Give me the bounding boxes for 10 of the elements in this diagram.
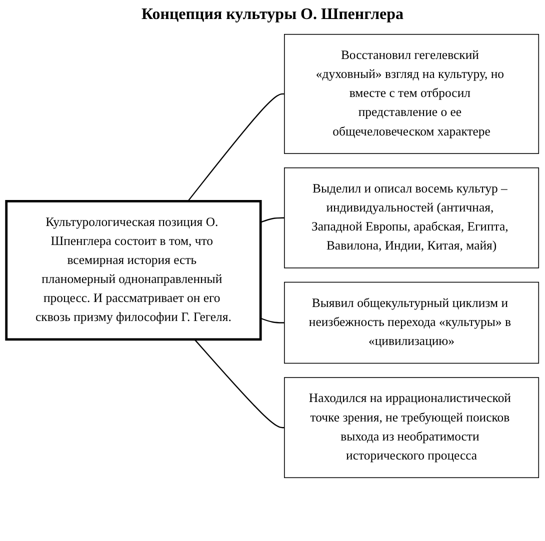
node-box: Выделил и описал восемь культур – индивидуальностей (античная, Западной Европы, арабская, Египта, Вавилона, Индии, Китая, майя) (284, 167, 540, 268)
node-box: Культурологическая позиция О. Шпенглера состоит в том, что всемирная история есть планомерный однонаправленный процесс. И рассматривает он его сквозь призму философии Г. Гегеля. (5, 200, 262, 341)
node-box: Восстановил гегелевский «духовный» взгляд на культуру, но вместе с тем отбросил представление о ее общечеловеческом характере (284, 34, 540, 154)
connector (260, 318, 284, 324)
node-box: Выявил общекультурный циклизм и неизбежность перехода «культуры» в «цивилизацию» (284, 282, 540, 364)
node-box: Находился на иррационалистической точке зрения, не требующей поисков выхода из необратимости исторического процесса (284, 377, 540, 478)
connector (260, 217, 284, 223)
connector (194, 339, 284, 428)
connector (187, 93, 284, 202)
diagram-title: Концепция культуры О. Шпенглера (140, 6, 405, 24)
